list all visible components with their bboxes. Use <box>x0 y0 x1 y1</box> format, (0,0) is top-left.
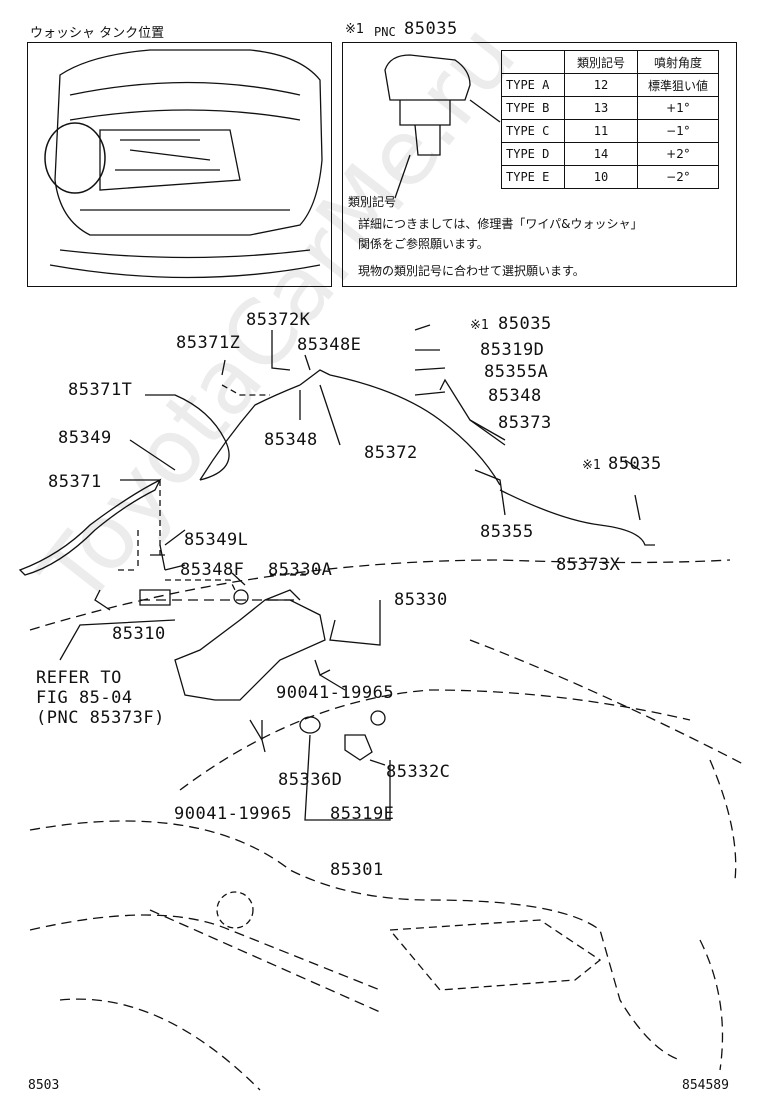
inset-nozzle-types <box>342 42 737 287</box>
table-cell: TYPE D <box>501 142 565 166</box>
hose-85371T <box>145 394 230 481</box>
footer-fig-number: 8503 <box>28 1078 60 1093</box>
mark-1-right: ※1 <box>582 458 601 473</box>
tank-location-circle <box>44 122 106 194</box>
part-label-85348E: 85348E <box>297 335 362 355</box>
part-label-85371T: 85371T <box>68 380 133 400</box>
table-header <box>501 50 565 74</box>
refer-line-2: FIG 85-04 <box>36 688 133 708</box>
part-label-85349: 85349 <box>58 428 112 448</box>
table-cell: 12 <box>564 73 638 97</box>
note-line-2: 関係をご参照願います。 <box>358 237 489 251</box>
table-row: TYPE C 11 −1° <box>501 119 719 143</box>
pnc-header-mark: ※1 <box>345 22 365 37</box>
nozzle-type-table: 類別記号 噴射角度 TYPE A 12 標準狙い値 TYPE B 13 +1° … <box>501 50 719 189</box>
table-cell: 11 <box>564 119 638 143</box>
footer-illustration-number: 854589 <box>682 1078 729 1093</box>
table-row: TYPE A 12 標準狙い値 <box>501 73 719 97</box>
table-cell: +2° <box>637 142 719 166</box>
refer-line-3: (PNC 85373F) <box>36 708 165 728</box>
code-label: 類別記号 <box>348 195 397 209</box>
part-label-85348-right: 85348 <box>488 386 542 406</box>
part-label-85336D: 85336D <box>278 770 343 790</box>
part-label-85371: 85371 <box>48 472 102 492</box>
refer-line-1: REFER TO <box>36 668 122 688</box>
table-row: TYPE B 13 +1° <box>501 96 719 120</box>
part-label-85372: 85372 <box>364 443 418 463</box>
table-header: 噴射角度 <box>637 50 719 74</box>
part-label-85319E: 85319E <box>330 804 395 824</box>
table-cell: −2° <box>637 165 719 189</box>
hood-outline <box>29 559 746 1091</box>
table-row: TYPE D 14 +2° <box>501 142 719 166</box>
clip-lines <box>249 719 266 753</box>
part-label-85348F: 85348F <box>180 560 245 580</box>
strip-85371 <box>18 478 162 576</box>
table-header-row: 類別記号 噴射角度 <box>501 50 719 74</box>
part-label-85371Z: 85371Z <box>176 333 241 353</box>
pnc-header-number: 85035 <box>404 19 458 39</box>
table-cell: TYPE C <box>501 119 565 143</box>
engine-bay-sketch <box>54 49 323 236</box>
table-header: 類別記号 <box>564 50 638 74</box>
part-label-85319D: 85319D <box>480 340 545 360</box>
table-cell: TYPE B <box>501 96 565 120</box>
part-label-90041-19965-upper: 90041-19965 <box>276 683 395 703</box>
table-cell: 14 <box>564 142 638 166</box>
part-label-85372K: 85372K <box>246 310 311 330</box>
table-cell: TYPE A <box>501 73 565 97</box>
table-cell: TYPE E <box>501 165 565 189</box>
nozzle-drawing <box>384 54 471 156</box>
inset-tank-location <box>27 42 332 287</box>
table-row: TYPE E 10 −2° <box>501 165 719 189</box>
part-label-85355: 85355 <box>480 522 534 542</box>
note-line-1: 詳細につきましては、修理書「ワイパ&ウォッシャ」 <box>358 217 643 231</box>
part-label-85355A: 85355A <box>484 362 549 382</box>
inset-left-title: ウォッシャ タンク位置 <box>30 26 165 41</box>
table-cell: 10 <box>564 165 638 189</box>
part-label-85373X: 85373X <box>556 555 621 575</box>
hose-85373X <box>499 489 655 546</box>
part-label-85330A: 85330A <box>268 560 333 580</box>
part-label-85348: 85348 <box>264 430 318 450</box>
part-label-85373: 85373 <box>498 413 552 433</box>
headlight <box>388 919 602 991</box>
part-label-85035-top: 85035 <box>498 314 552 334</box>
part-label-85330: 85330 <box>394 590 448 610</box>
pnc-header-label: PNC <box>374 25 396 39</box>
hose-85372 <box>329 374 501 486</box>
part-label-90041-19965-lower: 90041-19965 <box>174 804 293 824</box>
note-line-3: 現物の類別記号に合わせて選択願います。 <box>358 264 585 278</box>
table-cell: 13 <box>564 96 638 120</box>
table-cell: −1° <box>637 119 719 143</box>
mark-1-top: ※1 <box>470 318 489 333</box>
part-label-85310: 85310 <box>112 624 166 644</box>
part-label-85035-right: 85035 <box>608 454 662 474</box>
hose-85373 <box>439 378 506 446</box>
table-cell: 標準狙い値 <box>637 73 719 97</box>
part-label-85349L: 85349L <box>184 530 249 550</box>
part-label-85301: 85301 <box>330 860 384 880</box>
table-cell: +1° <box>637 96 719 120</box>
part-label-85332C: 85332C <box>386 762 451 782</box>
washer-tank <box>174 589 326 701</box>
